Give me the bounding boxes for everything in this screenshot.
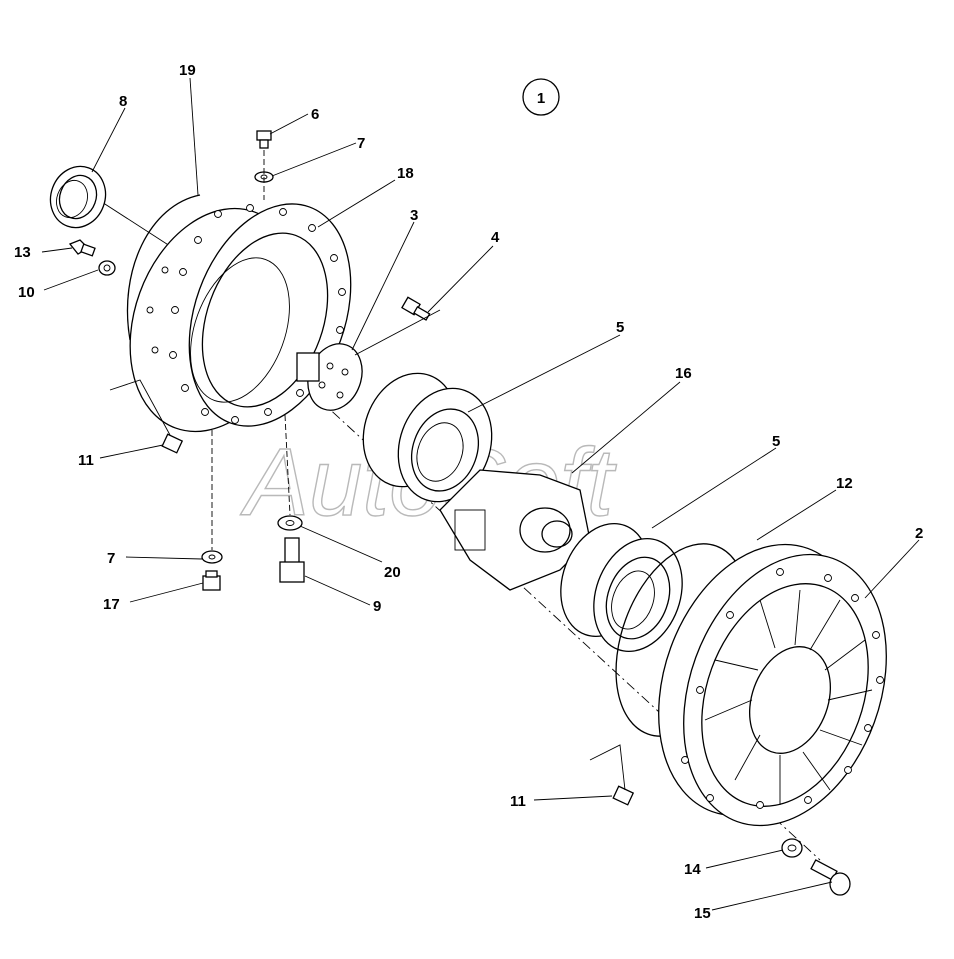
callout-5-lower: 5 [772, 433, 780, 450]
leader-lines [41, 77, 920, 911]
part-2-spoked-cover [658, 543, 887, 827]
callout-7-bottom: 7 [107, 550, 115, 567]
part-9-bolt [279, 537, 305, 583]
part-3-pinion-flange [296, 343, 363, 411]
part-14-washer [781, 838, 803, 858]
callout-13: 13 [14, 244, 31, 261]
figure-number-badge: 1 [522, 78, 560, 116]
callout-4: 4 [491, 229, 500, 246]
callout-2: 2 [915, 525, 923, 542]
callout-5-upper: 5 [616, 319, 624, 336]
callout-20: 20 [384, 564, 401, 581]
callout-labels: 19 8 6 7 18 3 4 13 10 5 16 5 12 2 11 7 2… [14, 62, 923, 922]
cover-bolt-holes [681, 568, 884, 809]
part-16-spider [439, 469, 591, 591]
cover-spokes [704, 589, 873, 805]
callout-17: 17 [103, 596, 120, 613]
callout-12: 12 [836, 475, 853, 492]
part-13-plug [68, 239, 96, 257]
callout-19: 19 [179, 62, 196, 79]
part-9-axis [284, 414, 291, 516]
figure-number: 1 [537, 90, 545, 107]
callout-15: 15 [694, 905, 711, 922]
part-17-nut [202, 570, 221, 591]
part-7-washer-bottom [201, 550, 223, 564]
part-20-washer [277, 515, 303, 531]
callout-9: 9 [373, 598, 381, 615]
callout-14: 14 [684, 861, 701, 878]
callout-11-left: 11 [78, 452, 94, 469]
part-5-bearing-upper [362, 372, 493, 503]
part-10-washer [98, 260, 116, 276]
callout-10: 10 [18, 284, 35, 301]
callout-6: 6 [311, 106, 319, 123]
part-8-seal-ring [49, 165, 107, 229]
callout-8: 8 [119, 93, 127, 110]
callout-3: 3 [410, 207, 418, 224]
callout-7-top: 7 [357, 135, 365, 152]
part-6-plug [256, 130, 272, 149]
part-11-plug-right [589, 744, 635, 806]
part-11-plug-left [109, 379, 184, 454]
part-5-bearing-lower [560, 522, 683, 653]
callout-11-right: 11 [510, 793, 526, 810]
part-18-housing [129, 203, 352, 433]
callout-16: 16 [675, 365, 692, 382]
part-15-bolt [810, 859, 851, 896]
callout-18: 18 [397, 165, 414, 182]
part-4-bolt [401, 296, 431, 321]
part-19-o-ring [126, 194, 201, 341]
